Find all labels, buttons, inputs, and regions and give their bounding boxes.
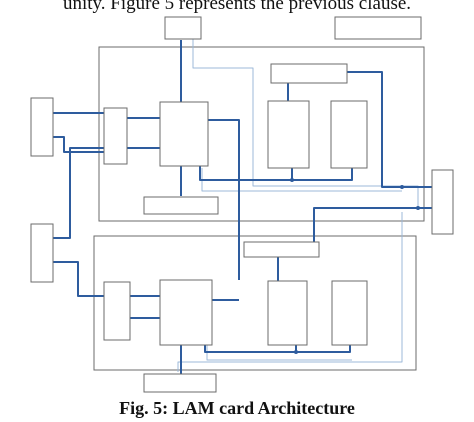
lam-card-architecture-diagram xyxy=(30,16,454,393)
upper-controller-box xyxy=(270,63,348,84)
lower-memory-box-right xyxy=(331,280,368,346)
preceding-text-line: unity. Figure 5 represents the previous … xyxy=(62,0,412,14)
upper-left-external-box xyxy=(30,97,54,157)
lower-bottom-box xyxy=(143,373,217,393)
lower-controller-box xyxy=(243,241,320,258)
upper-memory-box-left xyxy=(267,100,310,169)
lower-interface-box xyxy=(103,281,131,341)
lower-left-external-box xyxy=(30,223,54,283)
lower-memory-box-left xyxy=(267,280,308,346)
bus-junctions xyxy=(290,178,420,354)
upper-card-frame xyxy=(98,46,425,222)
lower-card-frame xyxy=(93,235,417,371)
right-connector-box xyxy=(431,169,454,235)
upper-interface-box xyxy=(103,107,128,165)
top-right-box xyxy=(334,16,422,40)
upper-bus-lines xyxy=(52,40,432,196)
lower-main-processor-box xyxy=(159,279,213,346)
figure-caption: Fig. 5: LAM card Architecture xyxy=(119,398,355,418)
upper-thin-links xyxy=(192,38,419,208)
top-connector-box xyxy=(164,16,202,40)
lower-thin-links xyxy=(177,212,403,372)
upper-memory-box-right xyxy=(330,100,368,169)
upper-main-processor-box xyxy=(159,101,209,167)
lower-bus-lines xyxy=(52,119,432,374)
upper-bottom-box xyxy=(143,196,219,215)
